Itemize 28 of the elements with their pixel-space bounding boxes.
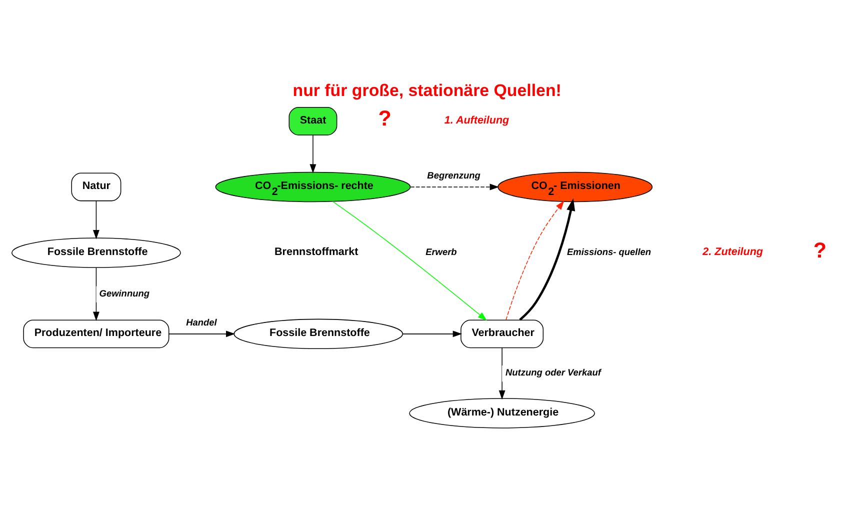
node-ellipse: (Wärme-) Nutzenergie	[409, 398, 595, 428]
node-box: Verbraucher	[460, 320, 544, 348]
edge-label: Erwerb	[426, 246, 457, 257]
edge-label: Begrenzung	[427, 170, 480, 181]
edge-label: Emissions- quellen	[567, 246, 652, 257]
node-box: Natur	[71, 172, 122, 202]
diagram-title: nur für große, stationäre Quellen!	[292, 80, 562, 100]
arrow	[310, 134, 316, 174]
label: ?	[378, 106, 392, 131]
node-ellipse: Fossile Brennstoffe	[234, 318, 404, 350]
arrow	[92, 200, 100, 240]
arrow	[506, 200, 564, 320]
label: 2. Zuteilung	[702, 246, 764, 258]
arrow	[410, 184, 500, 190]
edge-label: Handel	[186, 318, 217, 328]
edge-label: Gewinnung	[99, 288, 150, 298]
label: 1. Aufteilung	[444, 114, 510, 126]
node-box: Staat	[288, 106, 338, 136]
arrow	[332, 201, 488, 321]
label: ?	[813, 238, 827, 262]
node-ellipse: Fossile Brennstoffe	[12, 238, 181, 268]
arrow	[168, 330, 236, 338]
label: Brennstoffmarkt	[274, 246, 358, 258]
arrow	[498, 348, 506, 400]
arrow	[519, 198, 576, 321]
node-box: Produzenten/ Importeure	[23, 320, 170, 348]
edge-label: Nutzung oder Verkauf	[506, 368, 601, 378]
arrow	[402, 330, 462, 338]
